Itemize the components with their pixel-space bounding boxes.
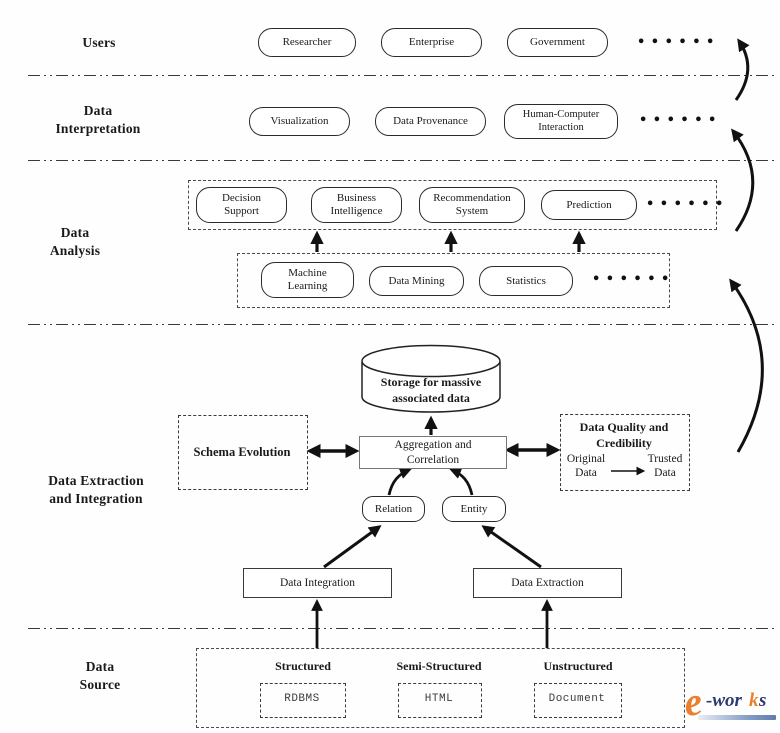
eworks-logo-k: k <box>749 690 759 711</box>
storage-label: Storage for massive associated data <box>380 375 482 405</box>
ellipsis-techniques-icon: •••••• <box>592 272 675 287</box>
layer-label-extraction-integration: Data Extraction and Integration <box>48 473 144 507</box>
analysis-applications-container <box>188 180 717 230</box>
node-relation: Relation <box>362 496 425 522</box>
arrow-entity-to-aggregation-icon <box>449 467 474 496</box>
feedback-arrow-extraction-to-analysis-icon <box>729 278 764 453</box>
arrow-integration-to-relation-icon <box>323 525 382 569</box>
document-label: Document <box>548 693 606 705</box>
layer-label-source: Data Source <box>79 659 121 693</box>
node-data-provenance: Data Provenance <box>375 107 486 136</box>
document-box <box>534 683 622 718</box>
eworks-logo-underline-icon <box>698 715 776 720</box>
separator-line-2 <box>28 160 778 162</box>
node-entity: Entity <box>442 496 506 522</box>
rdbms-box <box>260 683 346 718</box>
data-quality-label: Data Quality and Credibility <box>579 420 669 450</box>
data-source-container <box>196 648 685 728</box>
trusted-data-label: Trusted Data <box>647 453 683 479</box>
node-data-extraction: Data Extraction <box>473 568 622 598</box>
separator-line-4 <box>28 628 778 630</box>
node-human-computer-interaction: Human-Computer Interaction <box>504 104 618 139</box>
node-aggregation-correlation: Aggregation and Correlation <box>359 436 507 469</box>
unstructured-label: Unstructured <box>543 659 613 673</box>
ellipsis-interpretation-icon: •••••• <box>639 113 722 128</box>
node-statistics: Statistics <box>479 266 573 296</box>
node-recommendation-system: Recommendation System <box>419 187 525 223</box>
eworks-logo-wor: -wor <box>706 690 742 711</box>
semi-structured-label: Semi-Structured <box>396 659 482 673</box>
separator-line-3 <box>28 324 778 326</box>
separator-line-1 <box>28 75 778 77</box>
original-data-label: Original Data <box>566 453 606 479</box>
layer-label-interpretation: Data Interpretation <box>55 103 141 137</box>
html-box <box>398 683 482 718</box>
eworks-logo-s: s <box>759 690 767 711</box>
schema-evolution-label: Schema Evolution <box>193 445 291 459</box>
feedback-arrow-interpretation-to-users-icon <box>734 38 750 101</box>
eworks-logo: e -wor k s <box>681 678 778 730</box>
structured-label: Structured <box>275 659 331 673</box>
storage-cylinder-icon <box>361 344 501 413</box>
analysis-techniques-container <box>237 253 670 308</box>
node-prediction: Prediction <box>541 190 637 220</box>
layer-label-users: Users <box>82 35 116 50</box>
node-government: Government <box>507 28 608 57</box>
arrow-extraction-to-entity-icon <box>481 525 542 569</box>
node-machine-learning: Machine Learning <box>261 262 354 298</box>
rdbms-label: RDBMS <box>284 693 320 705</box>
node-decision-support: Decision Support <box>196 187 287 223</box>
ellipsis-applications-icon: •••••• <box>646 197 729 212</box>
node-business-intelligence: Business Intelligence <box>311 187 402 223</box>
node-data-mining: Data Mining <box>369 266 464 296</box>
node-enterprise: Enterprise <box>381 28 482 57</box>
html-label: HTML <box>424 693 454 705</box>
arrow-relation-to-aggregation-icon <box>387 467 412 496</box>
feedback-arrow-analysis-to-interpretation-icon <box>731 128 755 232</box>
node-data-integration: Data Integration <box>243 568 392 598</box>
node-researcher: Researcher <box>258 28 356 57</box>
ellipsis-users-icon: •••••• <box>637 35 720 50</box>
layer-label-analysis: Data Analysis <box>49 225 101 259</box>
node-visualization: Visualization <box>249 107 350 136</box>
